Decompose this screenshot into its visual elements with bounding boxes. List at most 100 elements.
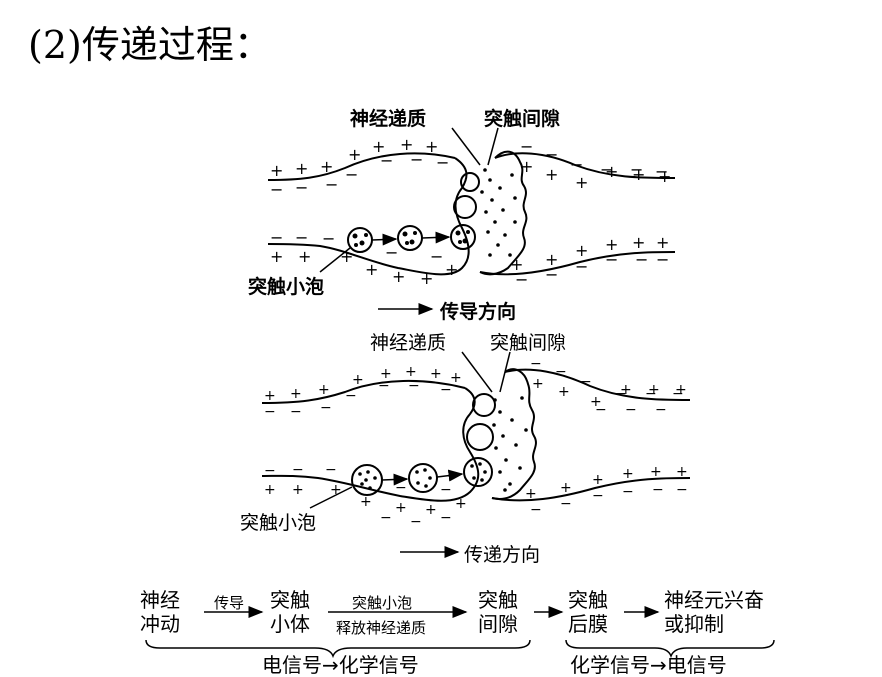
svg-text:+: + <box>340 247 353 266</box>
flow-node-postsynaptic-membrane: 突触后膜 <box>568 588 608 636</box>
svg-text:+: + <box>525 486 537 502</box>
svg-text:+: + <box>320 157 333 176</box>
d2-label-direction: 传递方向 <box>464 544 541 566</box>
d2-label-neurotransmitter: 神经递质 <box>370 332 447 354</box>
svg-text:−: − <box>605 250 618 269</box>
svg-text:−: − <box>515 270 528 289</box>
svg-text:−: − <box>655 162 668 181</box>
d2-vesicle-fused-1 <box>466 423 494 451</box>
svg-text:+: + <box>380 366 392 382</box>
svg-text:−: − <box>430 247 443 266</box>
svg-text:−: − <box>545 145 558 164</box>
d1-pointer-neurotransmitter <box>451 127 481 166</box>
svg-text:−: − <box>600 160 613 179</box>
svg-text:−: − <box>408 378 420 394</box>
svg-text:+: + <box>558 384 570 400</box>
flow-bracket-right <box>565 639 775 659</box>
svg-text:+: + <box>676 464 688 480</box>
svg-text:+: + <box>605 235 618 254</box>
svg-text:+: + <box>392 267 405 286</box>
d1-vesicle-3 <box>450 224 476 250</box>
d2-pointer-cleft <box>499 351 511 393</box>
svg-text:+: + <box>430 366 442 382</box>
svg-text:−: − <box>656 250 669 269</box>
svg-text:+: + <box>405 364 417 380</box>
svg-text:−: − <box>555 364 567 380</box>
svg-text:+: + <box>264 482 276 498</box>
svg-text:−: − <box>635 250 648 269</box>
d2-charges: ++++++++ −−−−−−− −−−−− +++++++ −−− −−−−−… <box>264 356 688 530</box>
svg-text:−: − <box>264 463 276 479</box>
d2-vesicle-contents <box>358 396 528 492</box>
svg-text:+: + <box>264 388 276 404</box>
svg-text:−: − <box>655 402 667 418</box>
svg-text:+: + <box>270 247 283 266</box>
d2-vesicle-2 <box>408 463 438 493</box>
svg-text:−: − <box>530 502 542 518</box>
d2-pointer-neurotransmitter <box>461 351 493 393</box>
svg-text:−: − <box>270 228 283 247</box>
svg-text:−: − <box>380 510 392 526</box>
svg-text:+: + <box>575 241 588 260</box>
d1-vesicle-contents <box>352 168 517 257</box>
svg-text:+: + <box>450 370 462 386</box>
d2-pre-upper-membrane <box>261 379 466 404</box>
svg-text:+: + <box>590 394 602 410</box>
svg-text:+: + <box>622 466 634 482</box>
svg-text:+: + <box>656 233 669 252</box>
svg-text:+: + <box>658 167 671 186</box>
svg-text:−: − <box>575 257 588 276</box>
svg-text:+: + <box>330 482 342 498</box>
svg-text:−: − <box>264 404 276 420</box>
svg-text:−: − <box>378 378 390 394</box>
svg-text:−: − <box>322 229 335 248</box>
svg-text:−: − <box>290 404 302 420</box>
svg-text:+: + <box>360 494 372 510</box>
d1-post-lower <box>479 251 676 276</box>
d1-charges: +++++++ −−−−−−− −−−−− +++++++ −−−−−− +++… <box>270 135 671 289</box>
svg-text:−: − <box>676 482 688 498</box>
svg-text:−: − <box>345 165 358 184</box>
svg-text:+: + <box>592 472 604 488</box>
d1-vesicle-2 <box>397 225 423 251</box>
svg-text:−: − <box>560 496 572 512</box>
svg-text:+: + <box>420 269 433 288</box>
svg-text:−: − <box>580 374 592 390</box>
svg-text:−: − <box>570 155 583 174</box>
diagram1-synapse <box>267 127 676 315</box>
svg-text:−: − <box>395 480 407 496</box>
d2-post-lower <box>491 477 691 502</box>
svg-text:+: + <box>400 135 413 154</box>
d1-pre-upper-membrane <box>267 152 456 181</box>
d1-label-cleft: 突触间隙 <box>484 108 561 130</box>
svg-text:+: + <box>445 260 458 279</box>
d1-post-membrane <box>479 150 528 276</box>
d2-label-vesicle: 突触小泡 <box>240 512 317 534</box>
d2-vesicle-3 <box>463 457 493 487</box>
svg-text:+: + <box>425 137 438 156</box>
flow-bracket-right-label: 化学信号→电信号 <box>570 653 727 677</box>
svg-text:−: − <box>440 482 452 498</box>
svg-text:−: − <box>440 382 452 398</box>
svg-text:−: − <box>645 386 657 402</box>
svg-text:+: + <box>318 382 330 398</box>
d1-pointer-vesicle <box>319 247 351 273</box>
d1-knob <box>267 157 470 276</box>
svg-text:−: − <box>410 150 423 169</box>
svg-text:−: − <box>520 137 533 156</box>
flow-arrow1-label: 传导 <box>214 594 245 612</box>
d1-vesicle-fused-2 <box>460 172 480 192</box>
svg-text:+: + <box>510 255 523 274</box>
flow-node-synaptic-knob: 突触小体 <box>270 588 310 636</box>
svg-text:−: − <box>592 488 604 504</box>
svg-text:+: + <box>575 173 588 192</box>
d1-label-vesicle: 突触小泡 <box>248 276 325 298</box>
svg-text:+: + <box>298 247 311 266</box>
svg-text:−: − <box>622 484 634 500</box>
svg-text:+: + <box>650 464 662 480</box>
svg-text:−: − <box>440 510 452 526</box>
d2-post-upper <box>504 368 691 401</box>
svg-text:+: + <box>365 260 378 279</box>
svg-text:+: + <box>352 372 364 388</box>
